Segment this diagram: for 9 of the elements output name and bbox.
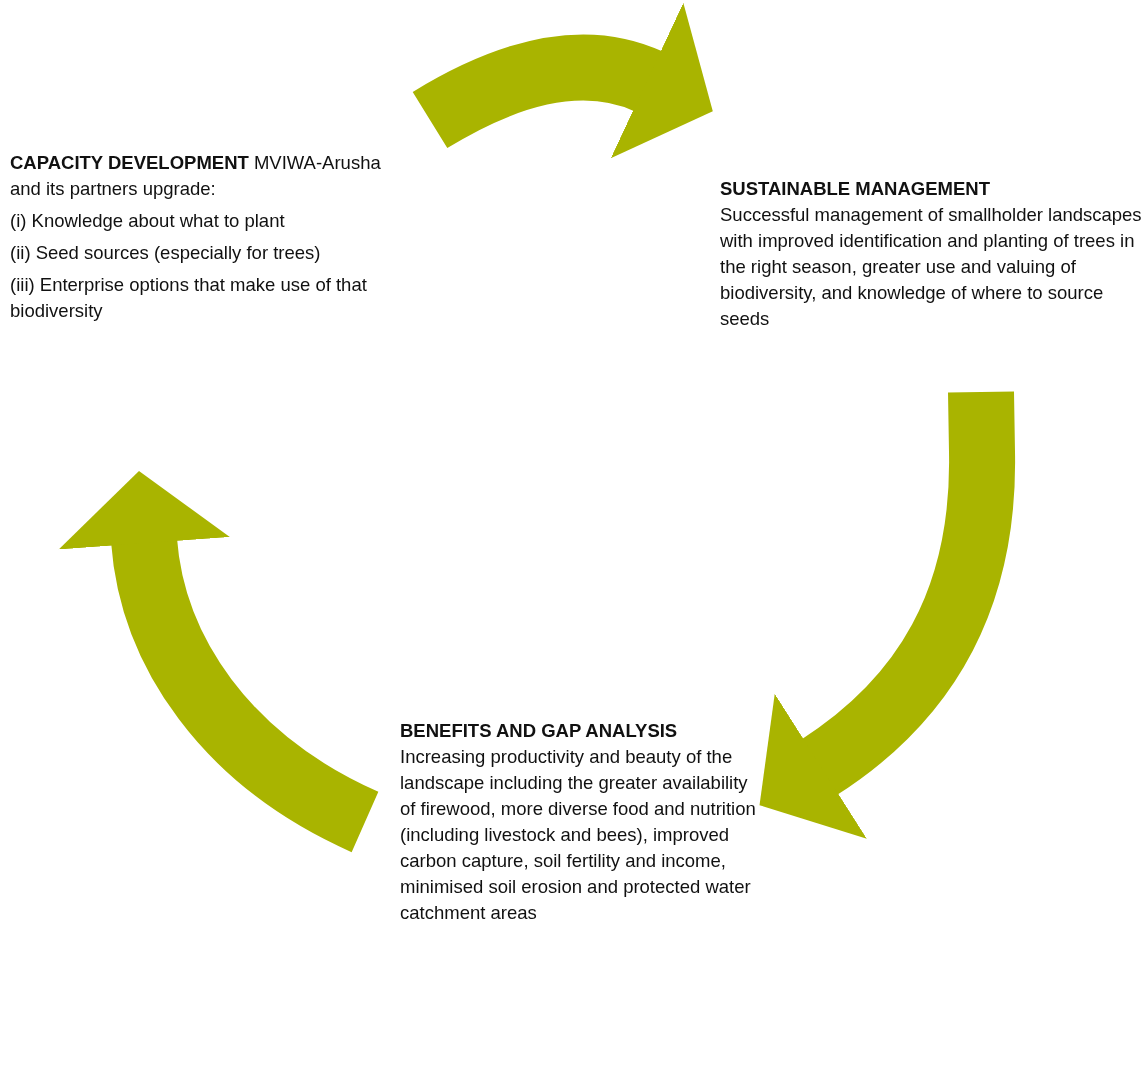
curved-arrow bbox=[413, 1, 715, 161]
description-text: (i) Knowledge about what to plant bbox=[10, 209, 286, 233]
section-heading: SUSTAINABLE MANAGEMENT bbox=[720, 177, 991, 201]
description-text: CAPACITY DEVELOPMENT MVIWA-Arusha and its partners upgrade: bbox=[10, 151, 382, 201]
description-text: (iii) Enterprise options that make use of that biodiversity bbox=[10, 273, 368, 323]
description-text: Increasing productivity and beauty of the landscape including the greater availability of firewood, more diverse food and nutrition (including livestock and bees), improved carbon capture, soil fertility and income, minimised soil erosion and protected water catchment areas bbox=[400, 745, 757, 925]
section-heading: BENEFITS AND GAP ANALYSIS bbox=[400, 719, 679, 743]
description-text: (ii) Seed sources (especially for trees) bbox=[10, 241, 322, 265]
description-text: Successful management of smallholder landscapes with improved identification and planting of trees in the right season, greater use and valuing of biodiversity, and knowledge of where to source seeds bbox=[720, 203, 1143, 331]
